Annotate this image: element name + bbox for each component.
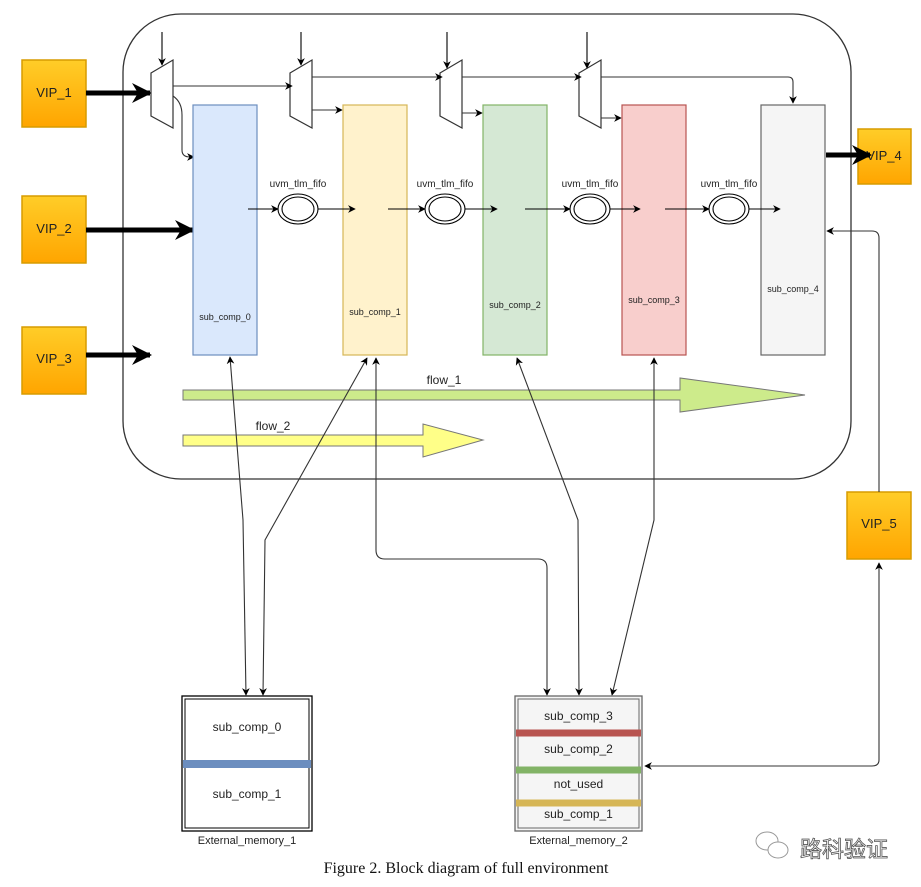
fifo-inner-ring <box>428 196 462 222</box>
memory-separator <box>516 799 641 807</box>
flow-1-label: flow_1 <box>427 373 462 387</box>
flow-1: flow_1 <box>182 373 806 413</box>
memory-region-label: sub_comp_1 <box>544 807 613 821</box>
mem1-subcomp0-link-a <box>226 356 250 696</box>
fifo-label: uvm_tlm_fifo <box>562 179 619 190</box>
external-memory-2[interactable]: sub_comp_3 sub_comp_2 not_used sub_comp_1Ex… <box>514 695 643 847</box>
fifo-label: uvm_tlm_fifo <box>701 179 758 190</box>
memory-region-label: sub_comp_3 <box>544 709 613 723</box>
wechat-icon <box>755 831 789 859</box>
mux-1 <box>289 58 313 130</box>
mux-0 <box>150 58 174 130</box>
vip-2[interactable]: VIP_2 <box>21 195 87 264</box>
memory-separator <box>183 760 311 768</box>
vip-1[interactable]: VIP_1 <box>21 59 87 128</box>
sub-comp-1[interactable]: sub_comp_1 <box>342 104 408 356</box>
memory-region-label: not_used <box>554 777 603 791</box>
vip-1-label: VIP_1 <box>36 85 71 100</box>
flow-2: flow_2 <box>182 419 485 458</box>
memory-region-label: sub_comp_1 <box>213 787 282 801</box>
vip-5[interactable]: VIP_5 <box>846 491 912 560</box>
fifo-1: uvm_tlm_fifo <box>388 179 498 225</box>
figure-caption: Figure 2. Block diagram of full environm… <box>324 860 609 877</box>
vip-5-label: VIP_5 <box>861 516 896 531</box>
fifo-inner-ring <box>573 196 607 222</box>
mem2-subcomp1-link <box>372 357 551 696</box>
memory-separator <box>516 766 641 774</box>
fifo-label: uvm_tlm_fifo <box>270 179 327 190</box>
fifo-inner-ring <box>712 196 746 222</box>
mux3-to-subcomp4-arrow <box>601 76 797 104</box>
memory-title: External_memory_1 <box>198 835 296 847</box>
fifo-0: uvm_tlm_fifo <box>248 179 356 225</box>
vip-3-label: VIP_3 <box>36 351 71 366</box>
vip5-to-mem2-arrow <box>644 562 883 770</box>
memory-region-label: sub_comp_2 <box>544 742 613 756</box>
flow-2-label: flow_2 <box>256 419 291 433</box>
sub-comp-label: sub_comp_1 <box>349 307 401 317</box>
sub-comp-label: sub_comp_0 <box>199 312 251 322</box>
fifo-2: uvm_tlm_fifo <box>525 179 641 225</box>
mux-3 <box>578 58 602 130</box>
sub-comp-label: sub_comp_3 <box>628 295 680 305</box>
memory-title: External_memory_2 <box>529 835 627 847</box>
vip-2-label: VIP_2 <box>36 221 71 236</box>
sub-comp-4[interactable]: sub_comp_4 <box>760 104 826 356</box>
sub-comp-label: sub_comp_2 <box>489 300 541 310</box>
mem1-subcomp1-link <box>259 357 368 696</box>
fifo-3: uvm_tlm_fifo <box>665 179 781 225</box>
sub-comp-0[interactable]: sub_comp_0 <box>192 104 258 356</box>
memory-region-label: sub_comp_0 <box>213 720 282 734</box>
sub-comp-3[interactable]: sub_comp_3 <box>621 104 687 356</box>
vip-3[interactable]: VIP_3 <box>21 326 87 395</box>
mux-2 <box>439 58 463 130</box>
mem2-subcomp2-link <box>515 357 583 696</box>
mem2-subcomp3-link <box>609 357 658 696</box>
watermark: 路科验证 <box>755 831 888 863</box>
memory-separator <box>516 729 641 737</box>
fifo-inner-ring <box>281 196 315 222</box>
watermark-text: 路科验证 <box>800 838 888 863</box>
fifo-label: uvm_tlm_fifo <box>417 179 474 190</box>
vip-4-label: VIP_4 <box>866 148 901 163</box>
vip5-to-subcomp4-arrow <box>826 227 880 492</box>
mux0-to-subcomp0-arrow <box>172 95 195 161</box>
sub-comp-label: sub_comp_4 <box>767 284 819 294</box>
sub-comp-2[interactable]: sub_comp_2 <box>482 104 548 356</box>
